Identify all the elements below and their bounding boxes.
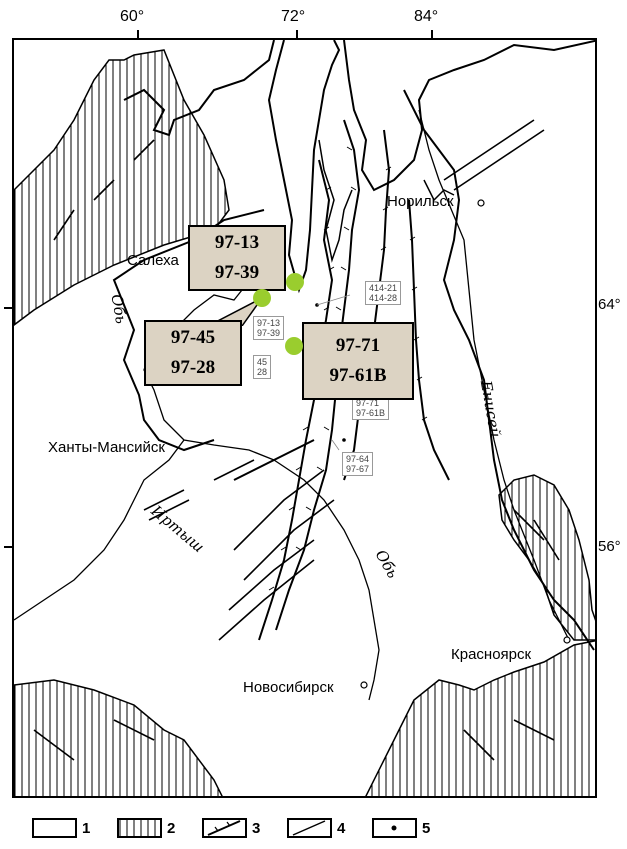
yenisei-ridge-hatched-region [498,474,595,641]
legend-number: 1 [82,819,91,837]
map-frame [12,38,597,798]
coastline [123,40,275,137]
legend-item-2: 2 [117,818,175,838]
sample-label-97-45: 45 28 [253,355,272,379]
callout-pointer [207,297,263,326]
legend-number: 4 [337,819,346,837]
legend-swatch-blank [32,818,77,838]
city-label-norilsk: Норильск [387,193,454,210]
irtysh-river [14,439,185,621]
callout-line: 97-61B [329,365,387,386]
callout-97-13: 97-13 97-39 [188,225,286,291]
latitude-label-64: 64° [598,296,621,313]
city-label-salekhard: Салеха [127,252,179,269]
basin-east-boundary [403,89,595,651]
city-label-novosibirsk: Новосибирск [243,679,334,696]
callout-line: 97-13 [214,232,260,253]
city-label-krasnoyarsk: Красноярск [451,646,532,663]
callout-97-45: 97-45 97-28 [144,320,242,386]
sample-label-97-71: 97-71 97-61B [352,396,390,420]
legend-item-5: 5 [372,818,430,838]
gydan-coast [343,40,595,192]
label-leaders [316,294,351,451]
callout-line: 97-71 [335,335,381,356]
sample-label-97-13: 97-13 97-39 [253,316,285,340]
legend-swatch-toothed-fault [202,818,247,838]
legend-swatch-hatch [117,818,162,838]
yenisei-river [418,109,570,641]
sample-label-97-64: 97-64 97-67 [342,452,374,476]
legend-number: 2 [167,819,176,837]
latitude-tick [4,546,12,548]
latitude-tick [4,307,12,309]
legend-item-4: 4 [287,818,345,838]
legend-item-3: 3 [202,818,260,838]
callout-line: 97-39 [214,262,260,283]
sample-marker[interactable] [285,337,303,355]
yamal-peninsula [267,40,341,294]
norilsk-boundary [423,179,455,202]
sample-marker[interactable] [286,273,304,291]
longitude-label-60: 60° [120,8,145,25]
city-symbols [360,199,571,689]
longitude-tick [296,30,298,38]
plain-faults [33,119,560,761]
legend-swatch-dot [372,818,417,838]
longitude-label-72: 72° [281,8,306,25]
sample-marker[interactable] [253,289,271,307]
callout-line: 97-28 [170,357,216,378]
legend-swatch-line [287,818,332,838]
southeast-hatched-region [365,640,595,796]
legend-number: 5 [422,819,431,837]
south-hatched-region [14,679,223,796]
latitude-label-56: 56° [598,538,621,555]
legend-item-1: 1 [32,818,90,838]
longitude-label-84: 84° [414,8,439,25]
callout-97-71: 97-71 97-61B [302,322,414,400]
longitude-tick [431,30,433,38]
callout-line: 97-45 [170,327,216,348]
sample-label-414: 414-21 414-28 [365,281,402,305]
legend-number: 3 [252,819,261,837]
longitude-tick [137,30,139,38]
city-label-khanty-mansiysk: Ханты-Мансийск [48,439,165,456]
geologic-map [14,40,595,796]
ob-river-south [273,459,380,701]
gulf-of-ob-east [318,139,353,263]
